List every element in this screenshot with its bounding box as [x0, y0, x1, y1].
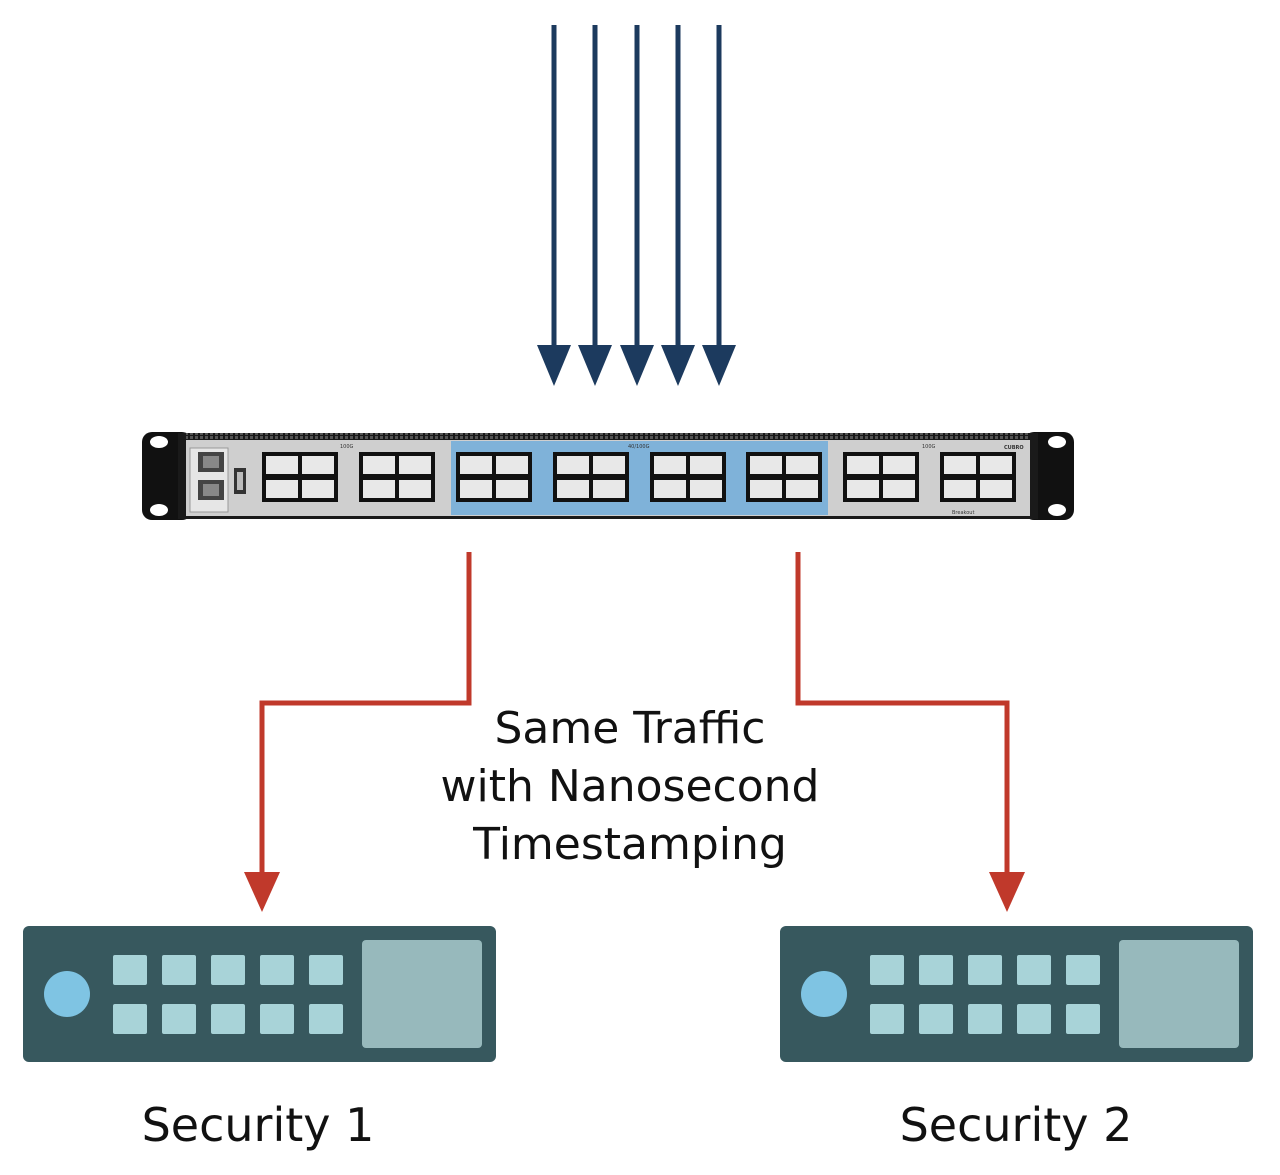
port-cage — [456, 452, 532, 502]
traffic-caption: Same Traffic with Nanosecond Timestampin… — [340, 700, 920, 874]
speed-label-right: 100G — [922, 444, 936, 450]
management-ports — [189, 447, 246, 513]
ingress-arrows — [537, 25, 736, 386]
speed-label-left: 100G — [340, 444, 354, 450]
port-cage — [359, 452, 435, 502]
port-cage — [746, 452, 822, 502]
ingress-arrow — [537, 25, 571, 386]
egress-path-right — [795, 552, 1025, 912]
breakout-label: Breakout — [952, 510, 974, 516]
brand-logo: CUBRO — [1004, 445, 1024, 451]
port-cage — [650, 452, 726, 502]
port-cage — [553, 452, 629, 502]
port-cage — [940, 452, 1016, 502]
ingress-arrow — [661, 25, 695, 386]
egress-path-left — [244, 552, 472, 912]
network-switch: 100G 40/100G 100G CUBRO Breakout — [142, 432, 1074, 520]
security-1-label: Security 1 — [141, 1098, 375, 1152]
speed-label-mid: 40/100G — [628, 444, 650, 450]
security-2-label: Security 2 — [899, 1098, 1133, 1152]
security-appliance-1 — [23, 926, 496, 1062]
display-panel — [1119, 940, 1239, 1048]
security-appliance-2 — [780, 926, 1253, 1062]
ingress-arrow — [620, 25, 654, 386]
display-panel — [362, 940, 482, 1048]
caption-line-3: Timestamping — [473, 819, 787, 870]
caption-line-2: with Nanosecond — [440, 761, 820, 812]
status-indicator — [44, 971, 90, 1017]
button-grid — [113, 955, 343, 1034]
port-cage — [843, 452, 919, 502]
ingress-arrow — [578, 25, 612, 386]
port-cages — [262, 452, 1016, 502]
button-grid — [870, 955, 1100, 1034]
port-cage — [262, 452, 338, 502]
caption-line-1: Same Traffic — [494, 703, 766, 754]
status-indicator — [801, 971, 847, 1017]
ingress-arrow — [702, 25, 736, 386]
